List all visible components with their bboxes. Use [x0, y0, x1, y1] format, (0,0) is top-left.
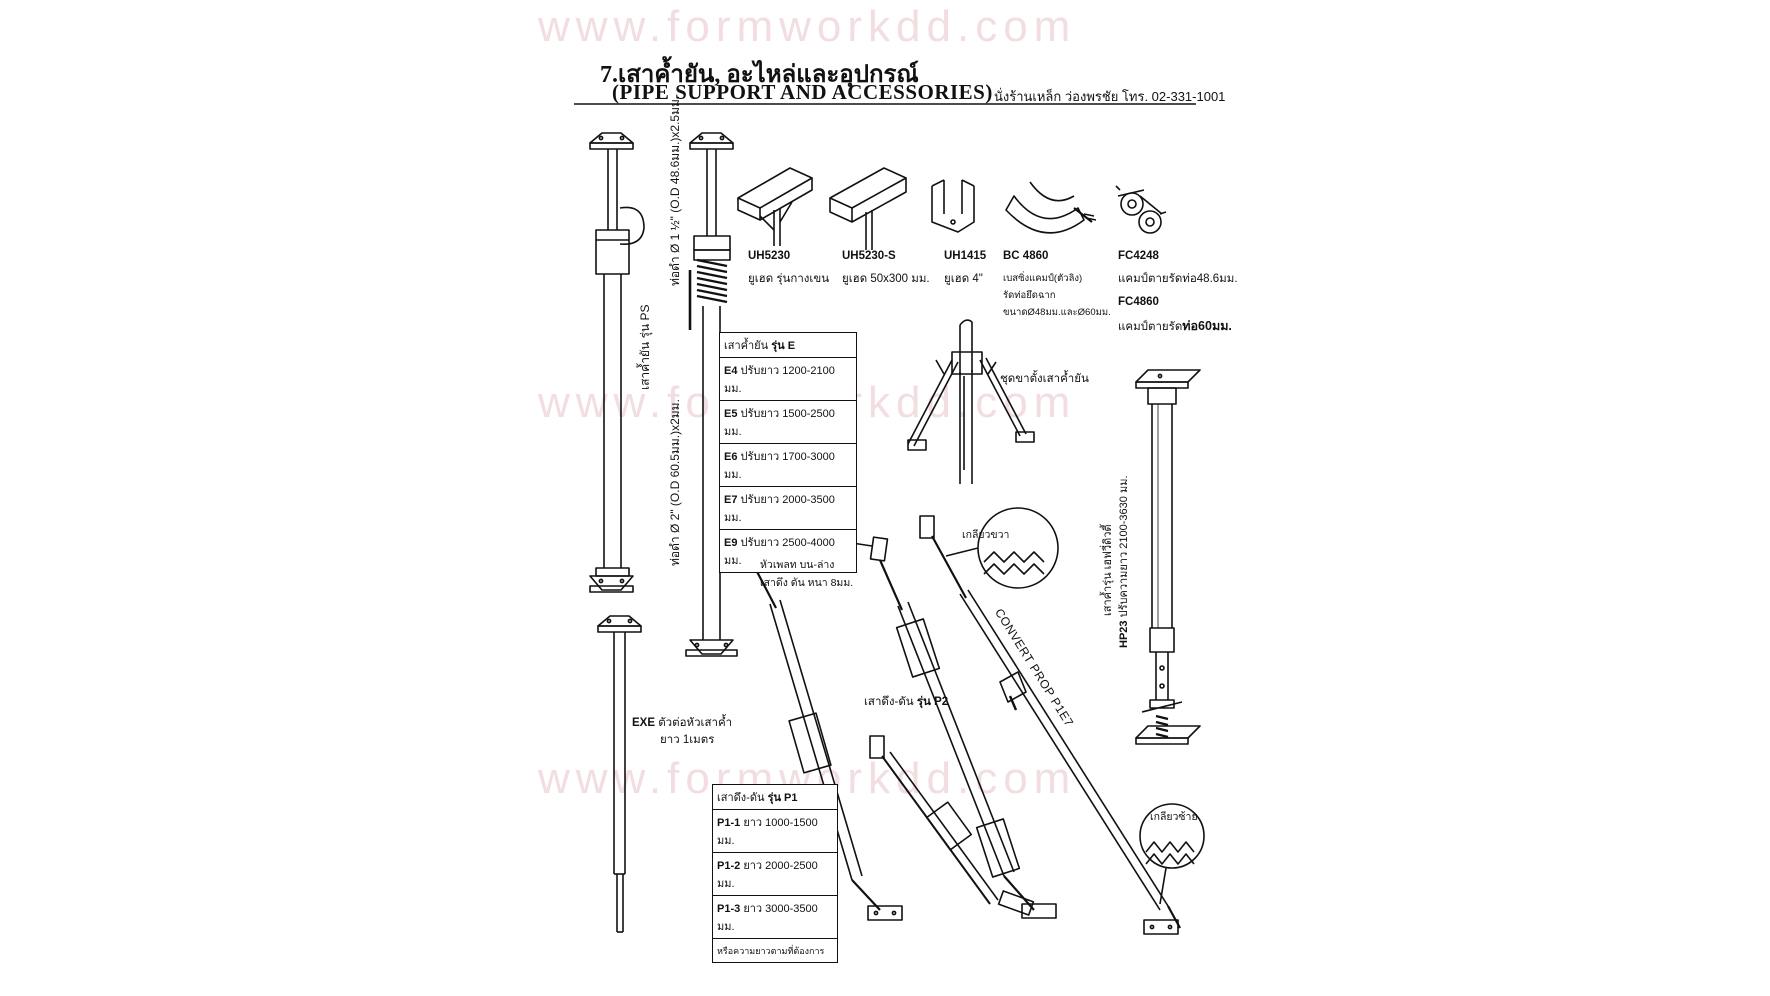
bc4860-desc2: รัดท่อยึดฉาก	[1003, 290, 1056, 301]
plate-note-1: หัวเพลท บน-ล่าง	[760, 559, 835, 571]
thread-left-label: เกลียวซ้าย	[1150, 811, 1198, 823]
short-diagonal-prop-drawing	[869, 735, 1035, 916]
exe-length: ยาว 1เมตร	[660, 734, 715, 746]
table-row: หรือความยาวตามที่ต้องการ	[712, 938, 838, 963]
table-header-row: เสาค้ำยัน รุ่น E	[719, 332, 857, 358]
hp23-line2: HP23 ปรับความยาว 2100-3630 มม.	[1118, 475, 1130, 648]
bc4860-drawing	[1005, 181, 1097, 234]
fc4860-code: FC4860	[1118, 296, 1159, 308]
p2-prop-drawing	[869, 536, 1057, 919]
table-row: P1-3 ยาว 3000-3500 มม.	[712, 895, 838, 939]
uh5230-desc: ยูเฮด รุ่นกางเขน	[748, 273, 830, 285]
table-row: E4 ปรับยาว 1200-2100 มม.	[719, 357, 857, 401]
title-thai: 7.เสาค้ำยัน, อะไหล่และอุปกรณ์	[600, 62, 919, 88]
model-e-table: เสาค้ำยัน รุ่น E E4 ปรับยาว 1200-2100 มม…	[719, 332, 857, 573]
fc4248-drawing	[1115, 185, 1167, 234]
table-row: E6 ปรับยาว 1700-3000 มม.	[719, 443, 857, 487]
exe-label: EXE ตัวต่อหัวเสาค้ำ	[632, 717, 733, 729]
table-header-row: เสาดึง-ดัน รุ่น P1	[712, 784, 838, 810]
ps-prop-drawing	[589, 132, 645, 593]
bc4860-desc3: ขนาดØ48มม.และØ60มม.	[1003, 307, 1111, 318]
label-top-pipe: ท่อดำ Ø 1 ½" (O.D 48.6มม.)x2.5มม.	[668, 95, 682, 286]
title-english: (PIPE SUPPORT AND ACCESSORIES)	[612, 80, 993, 104]
fc4248-code: FC4248	[1118, 250, 1159, 262]
plate-note-2: เสาดึง ดัน หนา 8มม.	[760, 577, 854, 589]
left-thread-callout	[1139, 803, 1205, 905]
uh5230-code: UH5230	[748, 250, 791, 262]
right-thread-callout	[945, 507, 1059, 589]
uh1415-code: UH1415	[944, 250, 987, 262]
uh5230s-desc: ยูเฮด 50x300 มม.	[842, 273, 930, 285]
table-row: E7 ปรับยาว 2000-3500 มม.	[719, 486, 857, 530]
fc4860-desc: แคมป์ตายรัดท่อ60มม.	[1118, 319, 1232, 333]
table-row: P1-1 ยาว 1000-1500 มม.	[712, 809, 838, 853]
uh1415-drawing	[931, 179, 975, 233]
uh5230-drawing	[737, 167, 813, 246]
hp23-drawing	[1135, 369, 1201, 745]
model-e-header: เสาค้ำยัน รุ่น E	[719, 332, 857, 358]
uh1415-desc: ยูเฮด 4"	[944, 273, 983, 285]
bc4860-desc: เบสซิ่งแคมป์(ตัวลิง)	[1003, 273, 1083, 284]
bc4860-code: BC 4860	[1003, 250, 1049, 262]
exe-extension-drawing	[597, 615, 642, 933]
model-p1-table: เสาดึง-ดัน รุ่น P1 P1-1 ยาว 1000-1500 มม…	[712, 784, 838, 963]
tripod-drawing	[907, 319, 1035, 484]
p2-label: เสาดึง-ดัน รุ่น P2	[864, 696, 949, 708]
model-p1-header: เสาดึง-ดัน รุ่น P1	[712, 784, 838, 810]
p1-footnote: หรือความยาวตามที่ต้องการ	[712, 938, 838, 963]
shop-contact: นั่งร้านเหล็ก ว่องพรชัย โทร. 02-331-1001	[994, 89, 1226, 104]
tripod-label: ชุดขาตั้งเสาค้ำยัน	[1000, 373, 1089, 385]
table-row: P1-2 ยาว 2000-2500 มม.	[712, 852, 838, 896]
convert-prop-drawing	[919, 515, 1181, 935]
fc4248-desc: แคมป์ตายรัดท่อ48.6มม.	[1118, 273, 1238, 285]
table-row: E5 ปรับยาว 1500-2500 มม.	[719, 400, 857, 444]
watermark-top: www.formworkdd.com	[538, 2, 1077, 51]
thread-right-label: เกลียวขวา	[962, 529, 1010, 541]
label-bottom-pipe: ท่อดำ Ø 2" (O.D 60.5มม.)x2มม.	[668, 399, 682, 566]
uh5230s-code: UH5230-S	[842, 250, 896, 262]
table-row: E9 ปรับยาว 2500-4000 มม.	[719, 529, 857, 573]
label-ps-model: เสาค้ำยัน รุ่น PS	[638, 304, 652, 391]
uh5230s-drawing	[829, 167, 907, 250]
